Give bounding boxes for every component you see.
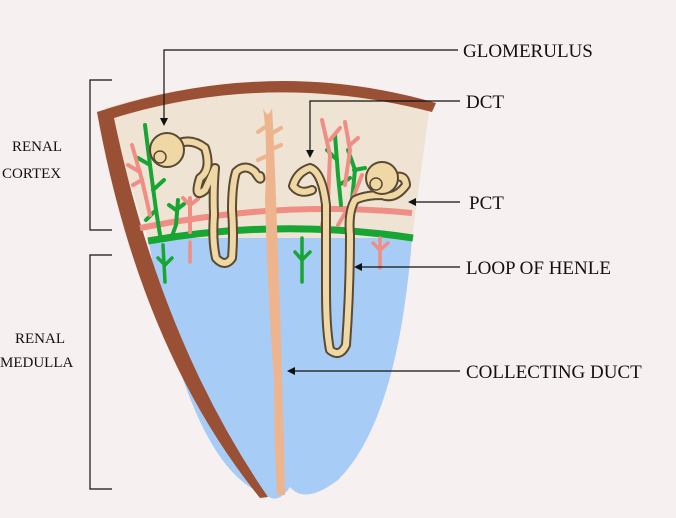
cortex-bracket xyxy=(89,79,112,231)
collecting-duct-branches xyxy=(256,123,283,162)
dct-label: DCT xyxy=(466,92,504,113)
pct-label: PCT xyxy=(469,193,504,214)
label-pointers xyxy=(163,49,460,372)
renal-cortex-label-line2: CORTEX xyxy=(2,166,61,182)
glomerulus-tuft-left xyxy=(153,150,167,164)
arcuate-artery xyxy=(147,225,414,245)
glomerulus-label: GLOMERULUS xyxy=(463,41,593,62)
glomerulus-pointer xyxy=(163,49,458,120)
collecting-duct-tube xyxy=(263,108,285,495)
glomerulus-capsule-left xyxy=(149,132,185,168)
renal-medulla-label-line2: MEDULLA xyxy=(0,355,73,371)
loop-of-henle-label: LOOP OF HENLE xyxy=(466,258,611,279)
glomerulus-tuft-right xyxy=(369,177,383,191)
collecting-duct-label: COLLECTING DUCT xyxy=(466,362,642,383)
medulla-bracket xyxy=(89,254,112,490)
renal-cortex-label-line1: RENAL xyxy=(12,139,62,155)
pointer-arrowheads xyxy=(160,118,416,375)
dct-pointer xyxy=(309,100,460,152)
medullary-vessels xyxy=(156,236,390,284)
nephron-right xyxy=(288,161,411,358)
renal-medulla-label-line1: RENAL xyxy=(15,331,65,347)
nephron-left xyxy=(149,132,266,268)
glomerulus-capsule-right xyxy=(365,161,399,195)
